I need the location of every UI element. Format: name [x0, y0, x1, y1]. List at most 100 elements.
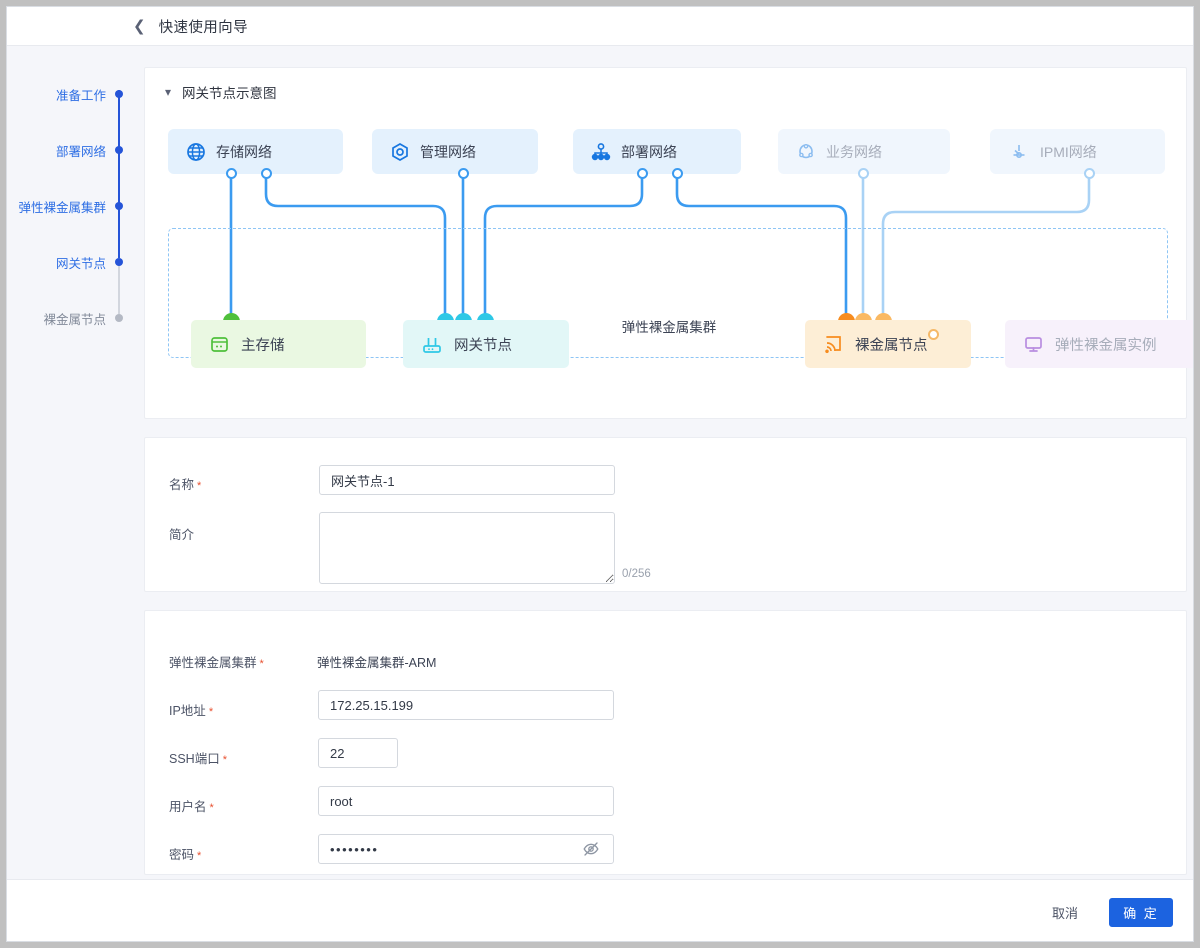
- ip-field-label: IP地址*: [169, 704, 214, 718]
- step-dot-icon: [115, 146, 123, 154]
- network-label: 业务网络: [826, 143, 882, 160]
- node-box-primary-storage[interactable]: 主存储: [191, 320, 366, 368]
- port-deploy-b: [671, 168, 683, 179]
- cap-storage: [222, 313, 240, 322]
- sidebar-step-bare-metal-node[interactable]: 裸金属节点: [43, 310, 123, 327]
- stepper-rail-1: [118, 90, 120, 146]
- network-box-storage[interactable]: 存储网络: [168, 129, 343, 174]
- username-field-label: 用户名*: [169, 800, 214, 814]
- port-ipmi: [1083, 168, 1095, 179]
- step-dot-icon: [115, 258, 123, 266]
- password-input[interactable]: [318, 834, 614, 864]
- diagram-card: ▾ 网关节点示意图: [144, 67, 1193, 419]
- step-label: 弹性裸金属集群: [18, 200, 106, 215]
- node-box-baremetal[interactable]: 裸金属节点: [805, 320, 971, 368]
- port-baremetal-out: [927, 328, 939, 340]
- confirm-button[interactable]: 确 定: [1109, 898, 1173, 927]
- signal-icon: [825, 335, 841, 353]
- nodes-icon: [591, 142, 611, 160]
- step-label: 准备工作: [55, 88, 106, 103]
- step-dot-icon: [115, 90, 123, 98]
- port-deploy-a: [636, 168, 648, 179]
- name-input[interactable]: [319, 465, 615, 495]
- network-label: 部署网络: [621, 143, 677, 160]
- required-mark: *: [209, 802, 214, 814]
- required-mark: *: [197, 480, 202, 492]
- monitor-icon: [1025, 336, 1042, 352]
- network-box-ipmi[interactable]: IPMI网络: [990, 129, 1165, 174]
- password-field-label: 密码*: [169, 848, 202, 862]
- ip-address-input[interactable]: [318, 690, 614, 720]
- network-label: IPMI网络: [1040, 143, 1097, 160]
- basic-info-card: 名称* 简介 0/256: [144, 437, 1187, 592]
- sidebar-step-bare-metal-cluster[interactable]: 弹性裸金属集群: [18, 198, 123, 215]
- username-input[interactable]: [318, 786, 614, 816]
- step-label: 网关节点: [55, 256, 106, 271]
- diagram-section-header[interactable]: ▾ 网关节点示意图: [165, 82, 277, 102]
- cap-gateway-a: [436, 313, 454, 322]
- port-storage-b: [260, 168, 272, 179]
- cap-baremetal-b: [854, 313, 872, 322]
- cloud-dots-icon: [799, 143, 813, 158]
- cluster-field-label: 弹性裸金属集群*: [169, 656, 264, 670]
- footer-bar: 取消 确 定: [7, 879, 1193, 941]
- required-mark: *: [222, 754, 227, 766]
- network-label: 存储网络: [216, 143, 272, 160]
- cap-gateway-b: [454, 313, 472, 322]
- eye-slash-icon[interactable]: [582, 840, 600, 858]
- sidebar-step-preparation[interactable]: 准备工作: [55, 86, 123, 103]
- node-label: 网关节点: [454, 337, 512, 354]
- step-label: 裸金属节点: [43, 312, 106, 327]
- node-box-gateway[interactable]: 网关节点: [403, 320, 569, 368]
- ipmi-icon: [1013, 144, 1025, 158]
- connection-info-card: 弹性裸金属集群* 弹性裸金属集群-ARM IP地址* SSH端口* 用户名* 密…: [144, 610, 1187, 875]
- required-mark: *: [259, 658, 264, 670]
- node-label: 弹性裸金属实例: [1055, 337, 1157, 354]
- wizard-stepper: 准备工作 部署网络 弹性裸金属集群 网关节点 裸金属节点: [7, 46, 131, 941]
- network-box-deploy[interactable]: 部署网络: [573, 129, 741, 174]
- ssh-port-field-label: SSH端口*: [169, 752, 227, 766]
- network-label: 管理网络: [420, 143, 476, 160]
- desc-char-counter: 0/256: [622, 568, 651, 580]
- cluster-caption: 弹性裸金属集群: [621, 320, 717, 335]
- port-business: [857, 168, 869, 179]
- desc-textarea[interactable]: [319, 512, 615, 584]
- sidebar-step-deploy-network[interactable]: 部署网络: [55, 142, 123, 159]
- cap-baremetal-a: [837, 313, 855, 322]
- required-mark: *: [208, 706, 214, 718]
- cap-baremetal-c: [874, 313, 892, 322]
- required-mark: *: [197, 850, 202, 862]
- name-field-label: 名称*: [169, 478, 202, 492]
- diagram-section-title: 网关节点示意图: [182, 86, 277, 101]
- sidebar-step-gateway-node[interactable]: 网关节点: [55, 254, 123, 271]
- page-title: 快速使用向导: [158, 20, 248, 36]
- cluster-container: 弹性裸金属集群: [168, 228, 1168, 358]
- cancel-button[interactable]: 取消: [1037, 898, 1093, 927]
- router-icon: [423, 337, 441, 353]
- network-topology-diagram: 存储网络 管理网络 部署网络: [145, 108, 1193, 418]
- network-box-business[interactable]: 业务网络: [778, 129, 950, 174]
- step-label: 部署网络: [55, 144, 106, 159]
- step-dot-icon: [115, 202, 123, 210]
- database-icon: [211, 336, 228, 352]
- chevron-down-icon[interactable]: ▾: [165, 85, 172, 99]
- node-label: 裸金属节点: [855, 337, 928, 354]
- node-box-elastic-instance[interactable]: 弹性裸金属实例: [1005, 320, 1193, 368]
- stepper-rail-3: [118, 202, 120, 258]
- port-storage-a: [225, 168, 237, 179]
- page-header: ❮ 快速使用向导: [7, 7, 1193, 46]
- ssh-port-input[interactable]: [318, 738, 398, 768]
- port-management: [457, 168, 469, 179]
- cap-gateway-c: [476, 313, 494, 322]
- hexagon-dot-icon: [392, 142, 408, 161]
- cluster-value: 弹性裸金属集群-ARM: [317, 656, 437, 670]
- back-chevron-left-icon[interactable]: ❮: [133, 18, 146, 35]
- node-label: 主存储: [241, 337, 285, 354]
- globe-icon: [187, 142, 205, 161]
- network-box-management[interactable]: 管理网络: [372, 129, 538, 174]
- desc-field-label: 简介: [169, 528, 195, 542]
- step-dot-icon: [115, 314, 123, 322]
- stepper-rail-2: [118, 146, 120, 202]
- wizard-window: ❮ 快速使用向导 准备工作 部署网络 弹性裸金属集群 网关节点 裸金属节点: [6, 6, 1194, 942]
- stepper-rail-4: [118, 258, 120, 314]
